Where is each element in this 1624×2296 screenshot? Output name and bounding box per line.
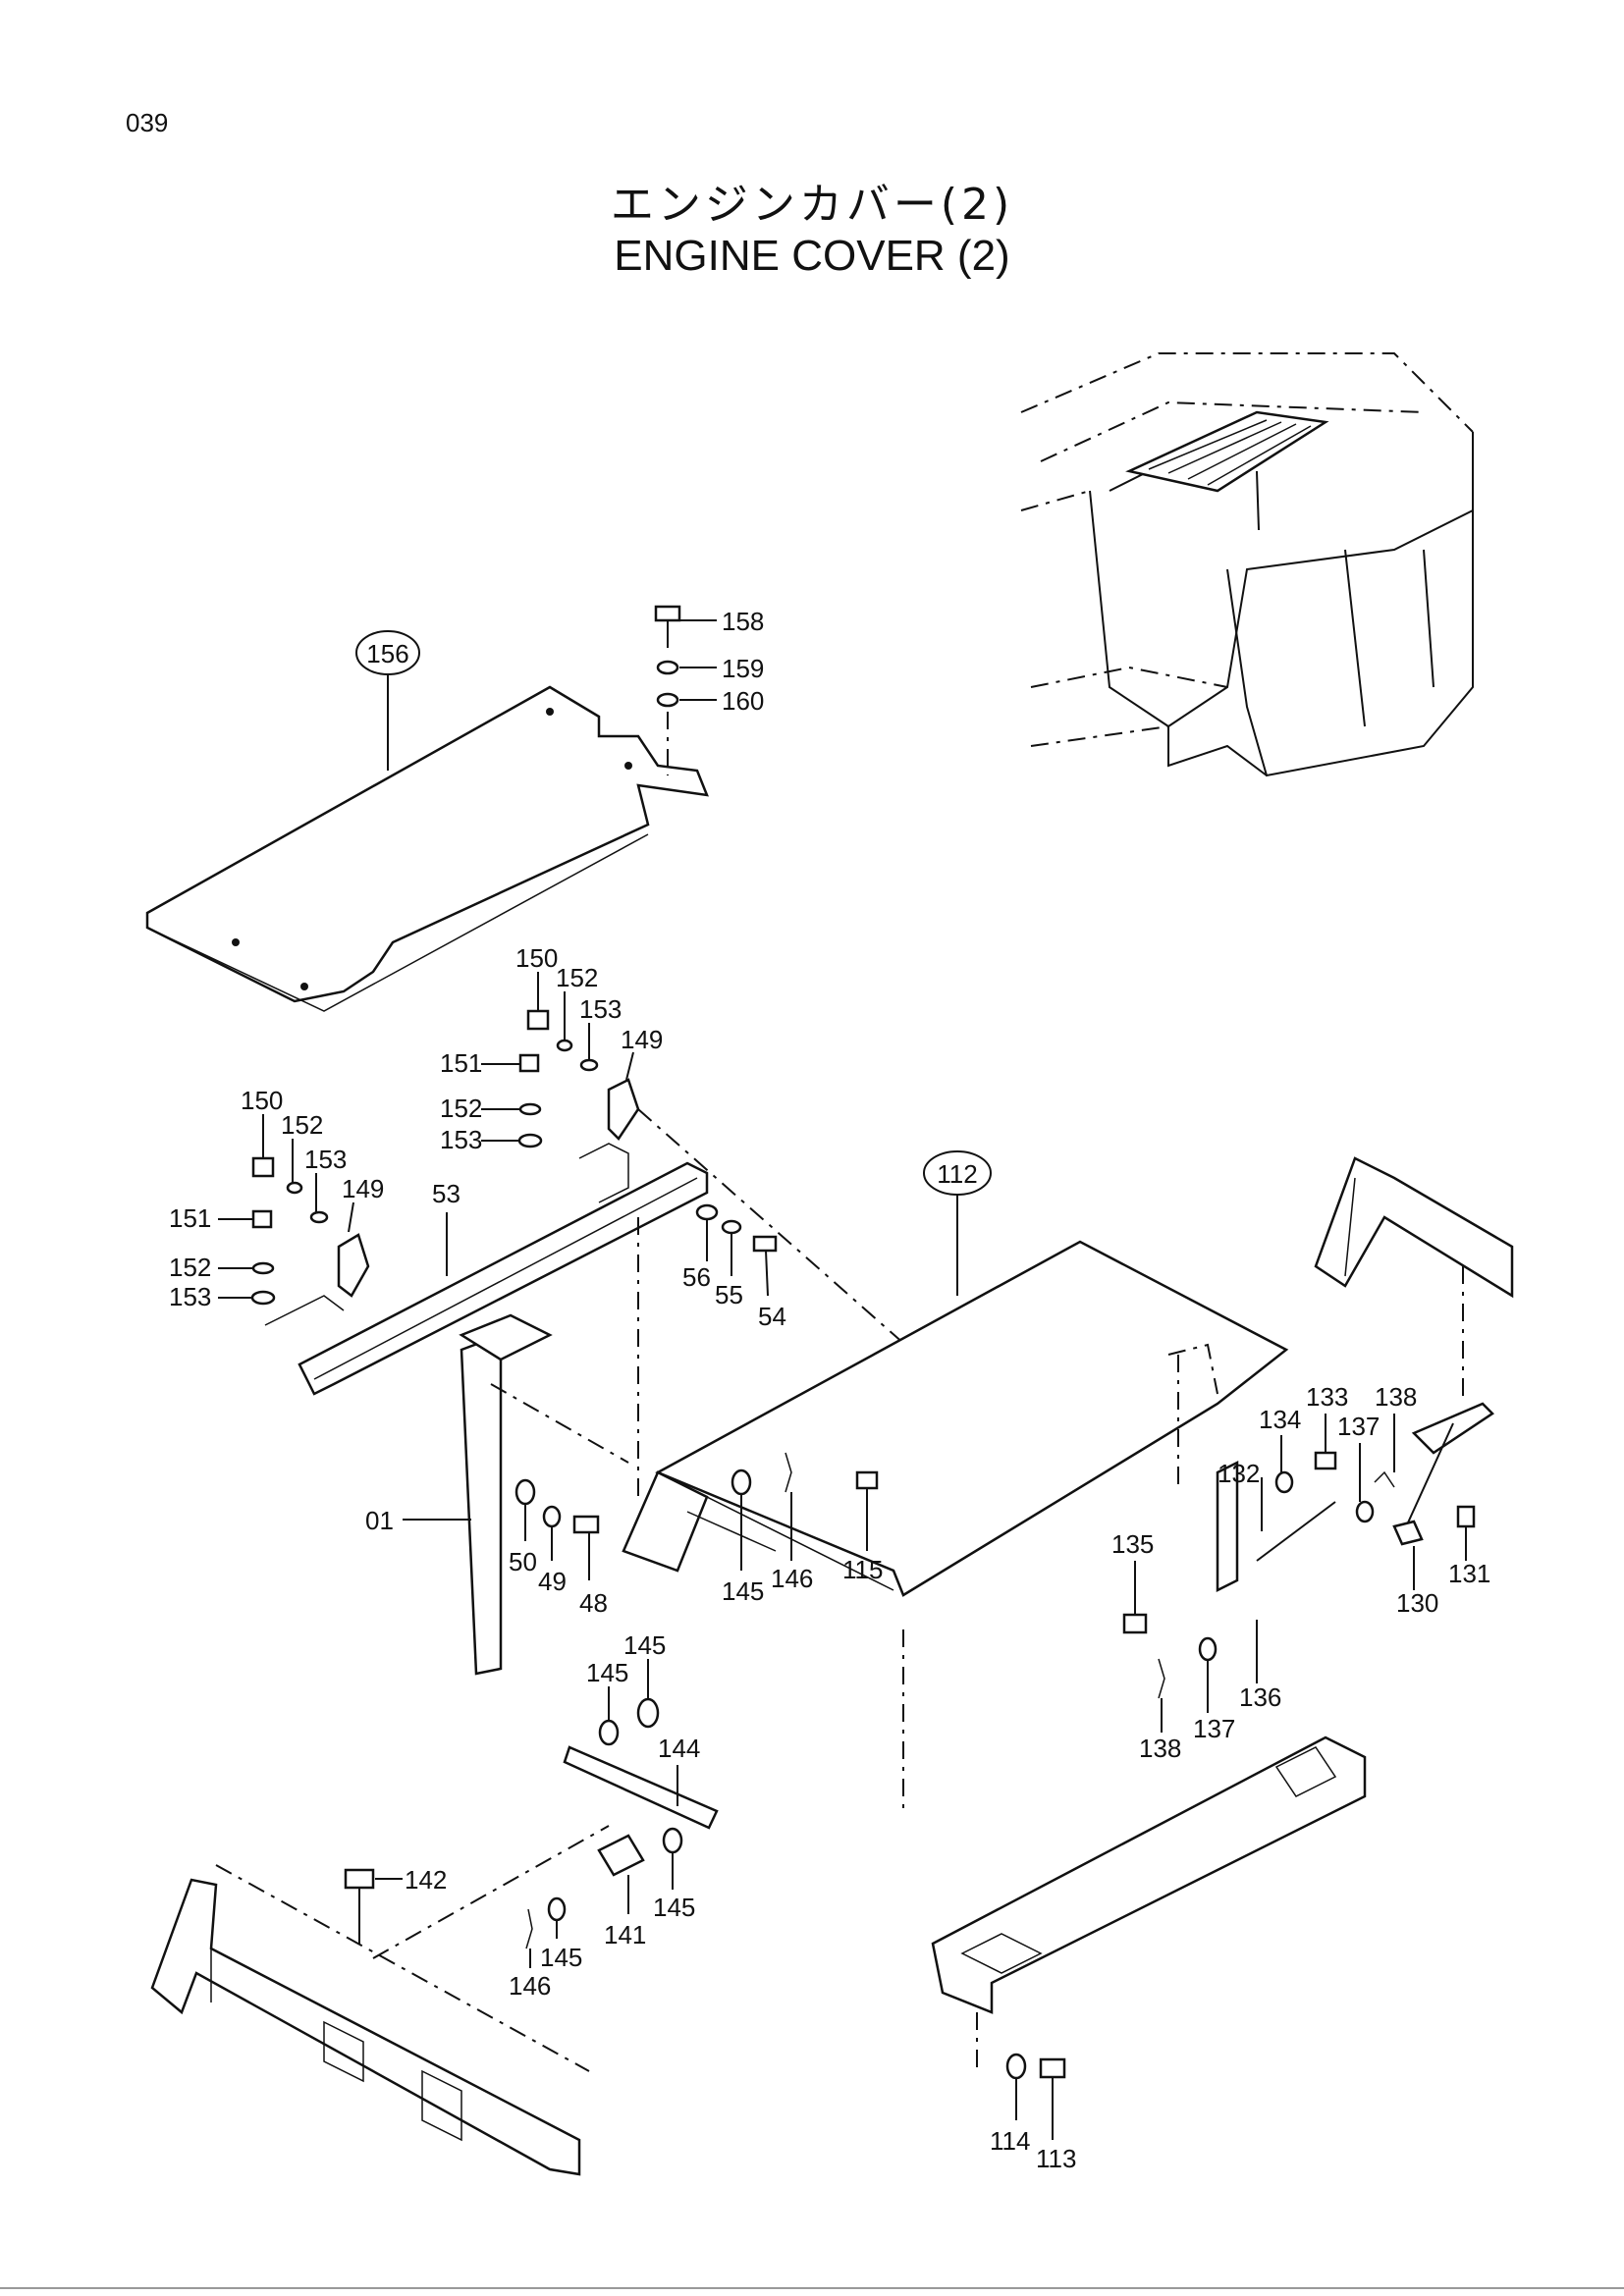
svg-text:136: 136 [1239, 1682, 1281, 1712]
hinge-group-upper: 150 152 153 149 151 152 153 [440, 943, 973, 1405]
hinge-group-lower: 150 152 153 149 151 152 153 [169, 1086, 384, 1326]
svg-text:144: 144 [658, 1734, 700, 1763]
svg-text:153: 153 [304, 1145, 347, 1174]
svg-text:131: 131 [1448, 1559, 1490, 1588]
svg-text:152: 152 [556, 963, 598, 992]
svg-text:145: 145 [722, 1576, 764, 1606]
svg-text:151: 151 [440, 1048, 482, 1078]
label-158: 158 [722, 607, 764, 636]
page-number: 039 [126, 108, 169, 137]
svg-text:152: 152 [281, 1110, 323, 1140]
svg-text:50: 50 [509, 1547, 537, 1576]
svg-text:132: 132 [1218, 1459, 1260, 1488]
svg-text:153: 153 [169, 1282, 211, 1311]
svg-text:150: 150 [241, 1086, 283, 1115]
svg-text:151: 151 [169, 1203, 211, 1233]
svg-text:55: 55 [715, 1280, 743, 1309]
svg-text:01: 01 [365, 1506, 394, 1535]
svg-text:141: 141 [604, 1920, 646, 1949]
fastener-48-50-group: 50 49 48 [509, 1478, 608, 1618]
svg-text:49: 49 [538, 1567, 567, 1596]
svg-text:150: 150 [515, 943, 558, 973]
svg-text:149: 149 [342, 1174, 384, 1203]
fastener-141-146-group: 142 141 145 145 146 [344, 1825, 695, 2001]
svg-text:156: 156 [366, 639, 408, 668]
svg-text:149: 149 [621, 1025, 663, 1054]
pin-and-washer-group: 145 146 115 [722, 1452, 883, 1606]
fastener-54-56-group: 56 55 54 [682, 1203, 786, 1331]
svg-text:134: 134 [1259, 1405, 1301, 1434]
frame-lower-right: 114 113 [931, 1735, 1367, 2173]
page-title-english: ENGINE COVER (2) [614, 232, 1010, 280]
page-title-japanese: エンジンカバー(2) [610, 180, 1014, 230]
strut-fastener-labels: 133 138 134 137 132 131 130 135 136 138 … [1111, 1382, 1490, 1763]
svg-text:133: 133 [1306, 1382, 1348, 1412]
machine-inset-view [1020, 352, 1474, 777]
svg-text:142: 142 [405, 1865, 447, 1895]
svg-text:145: 145 [653, 1893, 695, 1922]
svg-text:137: 137 [1337, 1412, 1380, 1441]
svg-text:138: 138 [1139, 1734, 1181, 1763]
svg-text:137: 137 [1193, 1714, 1235, 1743]
bracket-01: 01 [365, 1313, 629, 1676]
svg-text:112: 112 [937, 1159, 977, 1189]
svg-text:138: 138 [1375, 1382, 1417, 1412]
svg-text:152: 152 [440, 1094, 482, 1123]
svg-text:113: 113 [1036, 2144, 1076, 2173]
callout-156: 156 [355, 630, 420, 771]
bolt-158-group: 158 159 160 [654, 605, 764, 775]
svg-text:145: 145 [623, 1630, 666, 1660]
svg-text:146: 146 [509, 1971, 551, 2001]
svg-text:153: 153 [440, 1125, 482, 1154]
gas-strut-assembly [1167, 1343, 1494, 1593]
svg-text:135: 135 [1111, 1529, 1154, 1559]
svg-text:56: 56 [682, 1262, 711, 1292]
svg-text:145: 145 [540, 1943, 582, 1972]
panel-156 [145, 685, 709, 1012]
label-159: 159 [722, 654, 764, 683]
callout-112: 112 [923, 1150, 992, 1296]
svg-text:152: 152 [169, 1253, 211, 1282]
label-160: 160 [722, 686, 764, 716]
svg-text:130: 130 [1396, 1588, 1438, 1618]
svg-text:153: 153 [579, 994, 622, 1024]
rod-144: 145 145 144 [563, 1630, 719, 1830]
svg-text:48: 48 [579, 1588, 608, 1618]
footer-rule [0, 2287, 1624, 2289]
svg-text:114: 114 [990, 2126, 1030, 2156]
svg-text:53: 53 [432, 1179, 460, 1208]
svg-text:145: 145 [586, 1658, 628, 1687]
engine-cover-112 [622, 1240, 1289, 1816]
svg-text:146: 146 [771, 1564, 813, 1593]
rail-53: 53 [298, 1161, 709, 1502]
svg-text:115: 115 [842, 1555, 883, 1584]
frame-right [1314, 1156, 1514, 1404]
svg-text:54: 54 [758, 1302, 786, 1331]
frame-lower-left [150, 1864, 590, 2176]
